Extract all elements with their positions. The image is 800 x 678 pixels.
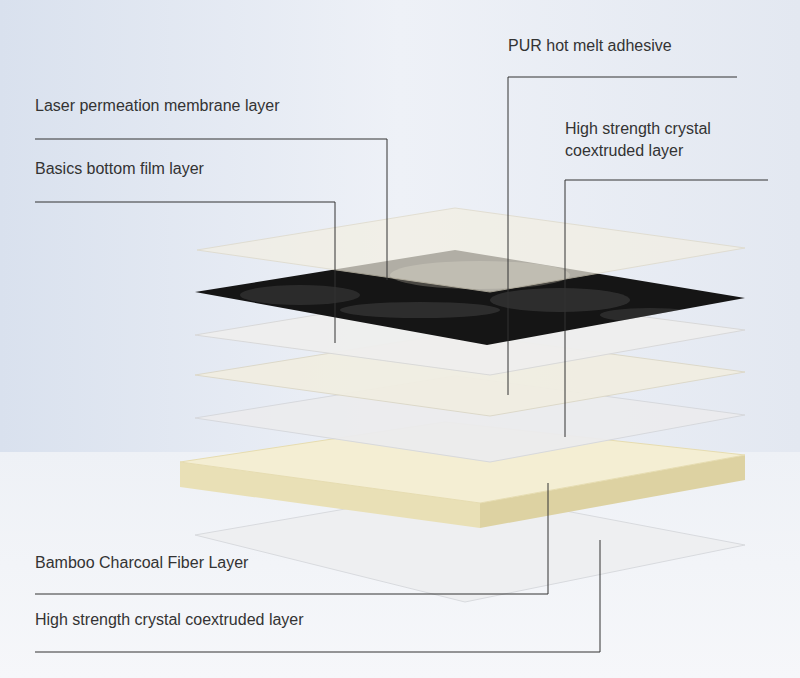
marble-vein — [240, 285, 360, 305]
leader-lines — [35, 77, 768, 652]
layer-label: PUR hot melt adhesive — [508, 35, 768, 57]
layer-label: High strength crystal coextruded layer — [35, 609, 395, 631]
layer-label: Basics bottom film layer — [35, 158, 335, 180]
leader-line — [565, 180, 768, 437]
leader-line — [35, 483, 548, 594]
marble-vein — [600, 308, 700, 322]
marble-vein — [490, 288, 630, 312]
layer-label: High strength crystal coextruded layer — [565, 118, 765, 162]
marble-vein — [340, 302, 500, 318]
leader-line — [35, 202, 335, 343]
background — [0, 0, 800, 452]
layer-label: Laser permeation membrane layer — [35, 95, 395, 117]
layer-label: Bamboo Charcoal Fiber Layer — [35, 552, 355, 574]
top-sheet — [197, 208, 745, 292]
leader-line — [35, 540, 600, 652]
leader-line — [35, 139, 387, 280]
